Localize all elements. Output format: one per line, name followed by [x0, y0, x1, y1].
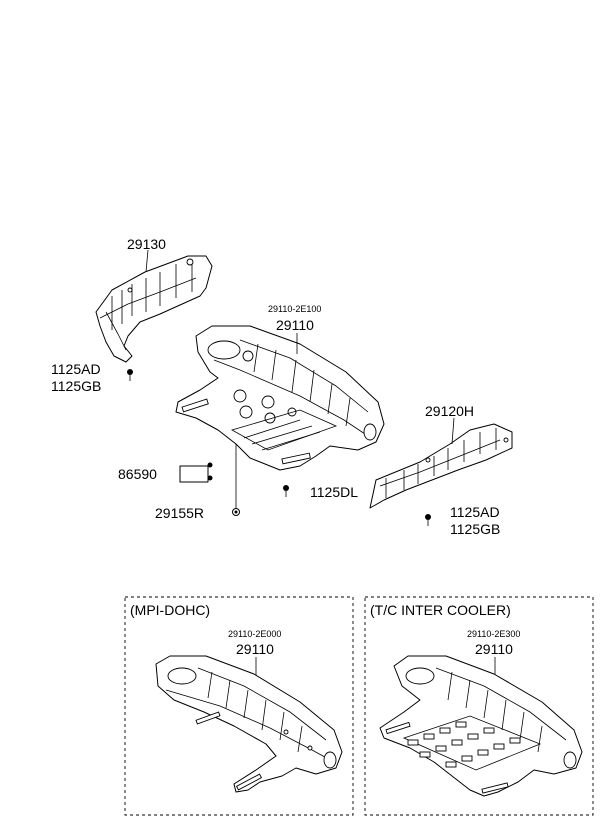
label-29155R: 29155R — [155, 505, 204, 521]
part-29120H-side-cover — [369, 423, 513, 509]
label-29130: 29130 — [127, 236, 166, 252]
label-86590: 86590 — [118, 466, 157, 482]
label-1125AD-left: 1125AD — [51, 361, 101, 377]
label-29110: 29110 — [276, 317, 314, 333]
label-1125GB-left: 1125GB — [51, 378, 101, 394]
bolt-icon — [127, 369, 133, 381]
clip-icon — [179, 462, 213, 483]
variant-part: 29110 — [236, 641, 274, 657]
variant-box-mpi-dohc: (MPI-DOHC) 29110-2E000 29110 — [124, 596, 354, 816]
variant-part: 29110 — [475, 641, 513, 657]
variant-sub-code: 29110-2E300 — [467, 629, 520, 639]
leader-29120H — [451, 417, 455, 445]
label-29110-2E100: 29110-2E100 — [268, 304, 321, 314]
bolt-icon — [425, 514, 431, 526]
label-1125DL: 1125DL — [310, 484, 358, 500]
label-1125GB-right: 1125GB — [450, 521, 500, 537]
variant-title: (T/C INTER COOLER) — [370, 602, 511, 618]
variant-title: (MPI-DOHC) — [130, 602, 210, 618]
nut-icon — [232, 508, 240, 516]
variant-sub-code: 29110-2E000 — [228, 629, 281, 639]
bolt-icon — [283, 485, 289, 497]
part-29110-under-cover — [175, 325, 385, 471]
label-29120H: 29120H — [425, 403, 474, 419]
label-1125AD-right: 1125AD — [450, 504, 500, 520]
part-29130-side-cover — [95, 255, 213, 363]
variant-box-tc-inter-cooler: (T/C INTER COOLER) 29110-2E300 29110 — [364, 596, 594, 816]
leader-29130 — [145, 249, 149, 273]
